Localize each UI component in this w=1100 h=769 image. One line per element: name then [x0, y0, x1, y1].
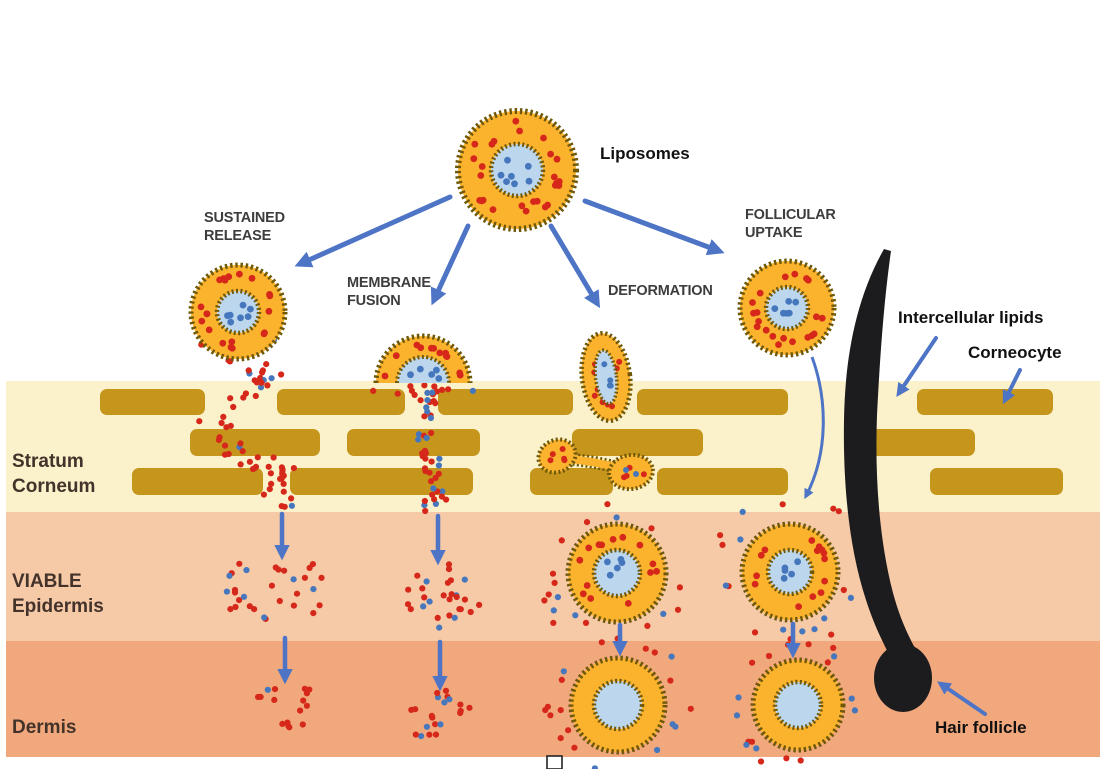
corneocyte: [917, 389, 1053, 415]
corneocyte: [190, 429, 320, 456]
corneocyte: [572, 429, 703, 456]
annotation-intercellular-lipids: Intercellular lipids: [898, 308, 1044, 327]
arrow: [582, 198, 725, 256]
corneocyte: [530, 468, 613, 495]
annotation-hair-follicle: Hair follicle: [935, 718, 1027, 737]
liposome-empty-dermis-2: [750, 657, 846, 753]
hair-follicle-shape: [843, 249, 932, 712]
arrow: [937, 681, 987, 716]
liposome-squeezing-dumbbell: [536, 437, 655, 492]
arrow: [430, 223, 471, 306]
layer-label-dermis: Dermis: [12, 717, 77, 738]
layer-label-stratum-corneum: Stratum Corneum: [12, 451, 96, 497]
corneocyte: [347, 429, 480, 456]
corneocyte: [930, 468, 1063, 495]
liposome-deformed-ellipse: [579, 330, 633, 424]
layer-dermis: [6, 641, 1100, 757]
corneocyte: [290, 468, 473, 495]
corneocyte: [438, 389, 573, 415]
mechanism-label-sustained-release: SUSTAINED RELEASE: [204, 210, 285, 244]
liposome-main: [455, 108, 579, 232]
arrows: [274, 194, 1022, 716]
follicular-path-arrow: [804, 356, 825, 500]
liposome-intact-epidermis-2: [739, 521, 841, 623]
corneocyte: [637, 389, 788, 415]
liposomes-title: Liposomes: [600, 144, 690, 163]
corneocyte-bars: [100, 389, 1063, 495]
corneocyte: [277, 389, 405, 415]
annotation-corneocyte: Corneocyte: [968, 343, 1062, 362]
arrow: [548, 223, 601, 309]
corneocyte: [845, 429, 975, 456]
liposome-membrane-fusion: [373, 333, 473, 384]
placeholder-glyph: [546, 755, 563, 769]
mechanism-label-follicular-uptake: FOLLICULAR UPTAKE: [745, 207, 836, 241]
liposome-follicular-uptake: [737, 258, 837, 358]
arrow: [1002, 368, 1022, 405]
corneocyte: [657, 468, 788, 495]
arrow: [294, 194, 453, 268]
corneocyte: [132, 468, 263, 495]
liposome-sustained-release: [188, 262, 288, 362]
layer-label-viable-epidermis: VIABLE Epidermis: [12, 571, 104, 617]
mechanism-label-deformation: DEFORMATION: [608, 283, 713, 299]
corneocyte: [100, 389, 205, 415]
mechanism-label-membrane-fusion: MEMBRANE FUSION: [347, 275, 431, 309]
liposome-intact-epidermis-1: [565, 521, 669, 625]
arrow: [896, 336, 938, 397]
liposome-empty-dermis-1: [568, 655, 668, 755]
